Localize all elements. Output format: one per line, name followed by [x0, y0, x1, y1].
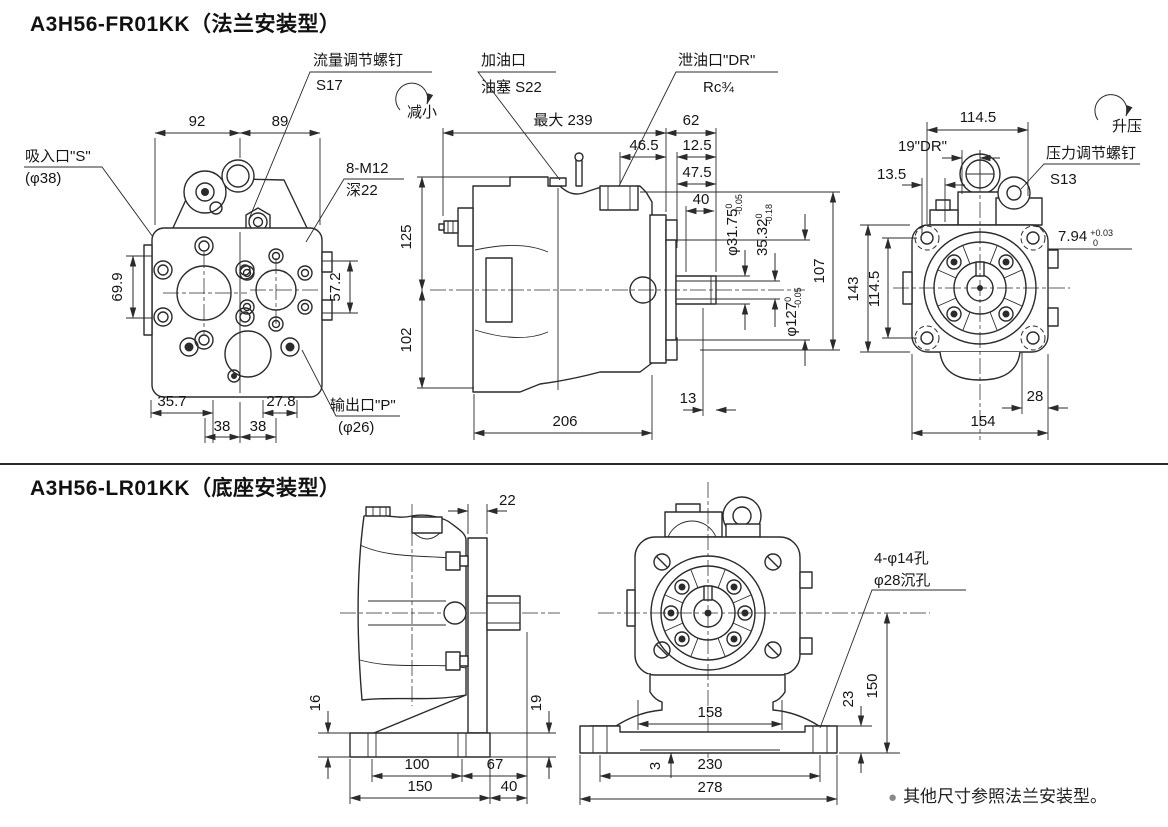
title-flange-model: A3H56-FR01KK（法兰安装型） — [30, 13, 341, 36]
dim-3: 3 — [647, 762, 664, 770]
dim-89: 89 — [272, 113, 289, 130]
base-front-view: 158 3 230 278 23 150 4-φ14孔 φ28沉孔 — [579, 482, 966, 805]
note-text: 其他尺寸参照法兰安装型。 — [903, 787, 1108, 806]
label-filler-port: 加油口 — [481, 52, 526, 69]
dim-46-5: 46.5 — [629, 137, 658, 154]
label-suction-dia: (φ38) — [25, 170, 61, 187]
dim-38-a: 38 — [214, 418, 231, 435]
label-drain-thread: Rc¾ — [703, 79, 734, 96]
dim-150-base: 150 — [407, 778, 432, 795]
base-mount-drawing: 22 16 19 100 67 150 40 — [307, 482, 966, 805]
dim-158: 158 — [697, 704, 722, 721]
dim-206: 206 — [552, 413, 577, 430]
label-flow-screw: 流量调节螺钉 — [313, 52, 403, 69]
dim-107: 107 — [811, 258, 828, 283]
base-side-view: 22 16 19 100 67 150 40 — [307, 492, 560, 804]
dim-67: 67 — [487, 756, 504, 773]
dim-62: 62 — [683, 112, 700, 129]
dim-150-height: 150 — [864, 673, 881, 698]
label-decrease: 减小 — [407, 104, 437, 121]
decrease-arrow-icon — [395, 82, 434, 111]
label-counterbore: φ28沉孔 — [874, 572, 930, 589]
dim-shaft-dia: φ31.750-0.05 — [724, 194, 744, 256]
dim-102: 102 — [398, 327, 415, 352]
dim-19-dr: 19"DR" — [898, 138, 947, 155]
dim-23: 23 — [840, 691, 857, 708]
label-outlet-dia: (φ26) — [338, 419, 374, 436]
dim-125: 125 — [398, 224, 415, 249]
dim-69-9: 69.9 — [109, 272, 126, 301]
dim-pilot-dia: φ1270-0.05 — [783, 287, 803, 336]
label-increase: 升压 — [1112, 118, 1142, 135]
dim-57-2: 57.2 — [327, 272, 344, 301]
dim-19: 19 — [528, 695, 545, 712]
label-flow-screw-size: S17 — [316, 77, 343, 94]
dim-max-239: 最大 239 — [533, 112, 592, 129]
dim-92: 92 — [189, 113, 206, 130]
note-bullet-icon: ● — [888, 789, 898, 806]
flange-mount-drawing: 92 89 69.9 57.2 35.7 27.8 38 38 吸入口"S" (… — [24, 52, 1142, 443]
label-suction-port: 吸入口"S" — [25, 148, 91, 165]
label-filler-plug: 油塞 S22 — [481, 78, 542, 96]
label-drain-port: 泄油口"DR" — [678, 52, 755, 69]
label-mount-holes: 4-φ14孔 — [874, 550, 929, 567]
front-view: 92 89 69.9 57.2 35.7 27.8 38 38 吸入口"S" (… — [24, 52, 437, 443]
dim-16: 16 — [307, 695, 324, 712]
section-divider — [0, 463, 1168, 465]
dim-13: 13 — [680, 390, 697, 407]
title-base-model: A3H56-LR01KK（底座安装型） — [30, 477, 341, 500]
dim-13-5: 13.5 — [877, 166, 906, 183]
dim-143: 143 — [845, 276, 862, 301]
dim-12-5: 12.5 — [682, 137, 711, 154]
side-view: 最大 239 62 46.5 12.5 47.5 40 125 102 — [398, 52, 840, 440]
dim-38-b: 38 — [250, 418, 267, 435]
dim-230: 230 — [697, 756, 722, 773]
label-bolt-depth: 深22 — [346, 182, 378, 199]
dim-114-5-left: 114.5 — [866, 271, 883, 307]
dim-40-base: 40 — [501, 778, 518, 795]
dim-35-7: 35.7 — [157, 393, 186, 410]
rear-view: 114.5 19"DR" 13.5 压力调节螺钉 S13 升压 7.94+0.0… — [845, 94, 1142, 440]
label-bolt-spec: 8-M12 — [346, 160, 389, 177]
increase-arrow-icon — [1094, 94, 1133, 121]
dim-278: 278 — [697, 779, 722, 796]
label-pressure-screw-size: S13 — [1050, 171, 1077, 188]
dim-key-width: 35.320-0.18 — [754, 204, 774, 256]
dim-28: 28 — [1027, 388, 1044, 405]
dim-40: 40 — [693, 191, 710, 208]
dim-22: 22 — [499, 492, 516, 509]
dim-27-8: 27.8 — [266, 393, 295, 410]
dim-114-5-top: 114.5 — [960, 109, 996, 126]
label-outlet-port: 输出口"P" — [330, 397, 396, 414]
dim-47-5: 47.5 — [682, 164, 711, 181]
dim-154: 154 — [970, 413, 995, 430]
footnote: ● 其他尺寸参照法兰安装型。 — [888, 782, 1107, 807]
dim-100: 100 — [404, 756, 429, 773]
label-pressure-screw: 压力调节螺钉 — [1046, 145, 1136, 162]
